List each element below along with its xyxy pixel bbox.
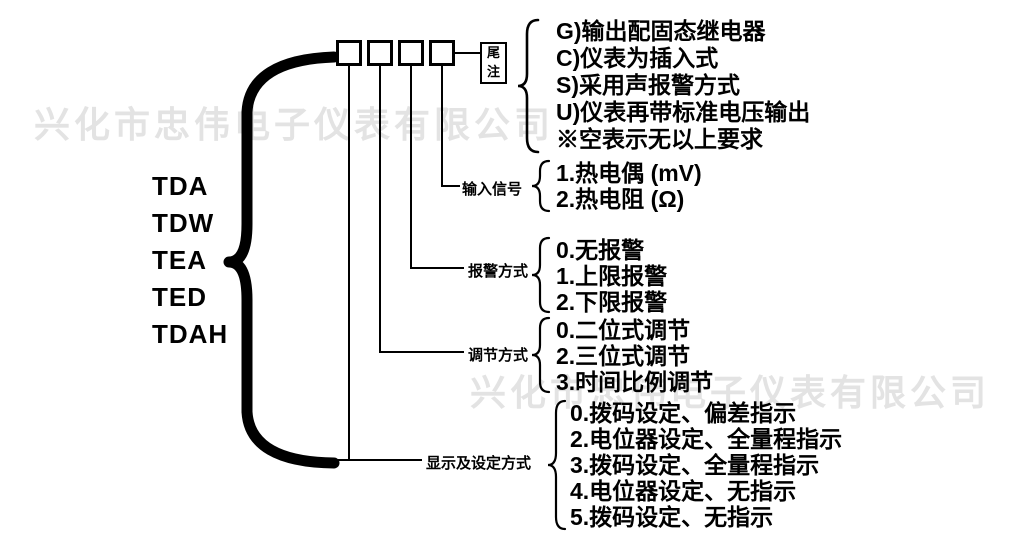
list-item: 5.拨码设定、无指示 <box>570 504 774 530</box>
code-box-3 <box>398 40 424 66</box>
connector-line <box>410 66 464 269</box>
list-item: C)仪表为插入式 <box>556 45 719 71</box>
list-item: 0.拨码设定、偏差指示 <box>570 400 797 426</box>
alarm-mode-items: 0.无报警 1.上限报警 2.下限报警 <box>556 237 667 315</box>
input-signal-brace <box>531 159 551 213</box>
list-item: 4.电位器设定、无指示 <box>570 478 797 504</box>
adjust-mode-items: 0.二位式调节 2.三位式调节 3.时间比例调节 <box>556 317 713 395</box>
list-item: 3.时间比例调节 <box>556 369 714 395</box>
model-name: TED <box>152 282 207 312</box>
display-mode-items: 0.拨码设定、偏差指示 2.电位器设定、全量程指示 3.拨码设定、全量程指示 4… <box>570 400 842 530</box>
list-item: S)采用声报警方式 <box>556 72 740 98</box>
list-item: U)仪表再带标准电压输出 <box>556 99 811 125</box>
model-name: TDW <box>152 208 215 238</box>
code-box-1 <box>336 40 362 66</box>
list-item: 0.无报警 <box>556 237 645 263</box>
tail-note-items: G)输出配固态继电器 C)仪表为插入式 S)采用声报警方式 U)仪表再带标准电压… <box>556 18 810 153</box>
group-label-display-mode: 显示及设定方式 <box>426 455 532 472</box>
connector-line <box>379 66 464 353</box>
alarm-mode-brace <box>531 236 551 314</box>
group-label-alarm-mode: 报警方式 <box>468 263 529 280</box>
list-item: 3.拨码设定、全量程指示 <box>570 452 820 478</box>
list-item: 0.二位式调节 <box>556 317 691 343</box>
model-name: TDAH <box>152 319 229 349</box>
list-item: ※空表示无以上要求 <box>556 126 763 152</box>
display-mode-brace <box>547 399 567 531</box>
list-item: 2.热电阻 (Ω) <box>556 186 685 212</box>
watermark-text: 兴化市忠伟电子仪表有限公司 <box>34 104 555 145</box>
list-item: 2.三位式调节 <box>556 343 691 369</box>
model-name: TDA <box>152 171 209 201</box>
model-list: TDA TDW TEA TED TDAH <box>152 168 228 353</box>
models-brace <box>223 51 340 469</box>
list-item: 2.电位器设定、全量程指示 <box>570 426 843 452</box>
connector-line <box>441 66 460 187</box>
group-label-input-signal: 输入信号 <box>462 181 523 198</box>
code-box-2 <box>367 40 393 66</box>
model-name: TEA <box>152 245 207 275</box>
list-item: 1.热电偶 (mV) <box>556 160 702 186</box>
tail-note-box: 尾注 <box>480 42 507 84</box>
list-item: 1.上限报警 <box>556 263 668 289</box>
input-signal-items: 1.热电偶 (mV) 2.热电阻 (Ω) <box>556 160 702 212</box>
code-box-4 <box>429 40 455 66</box>
list-item: 2.下限报警 <box>556 289 668 315</box>
list-item: G)输出配固态继电器 <box>556 18 766 44</box>
tail-note-brace <box>517 18 540 154</box>
adjust-mode-brace <box>531 316 551 394</box>
tail-note-label: 尾注 <box>486 45 500 79</box>
group-label-adjust-mode: 调节方式 <box>468 347 529 364</box>
